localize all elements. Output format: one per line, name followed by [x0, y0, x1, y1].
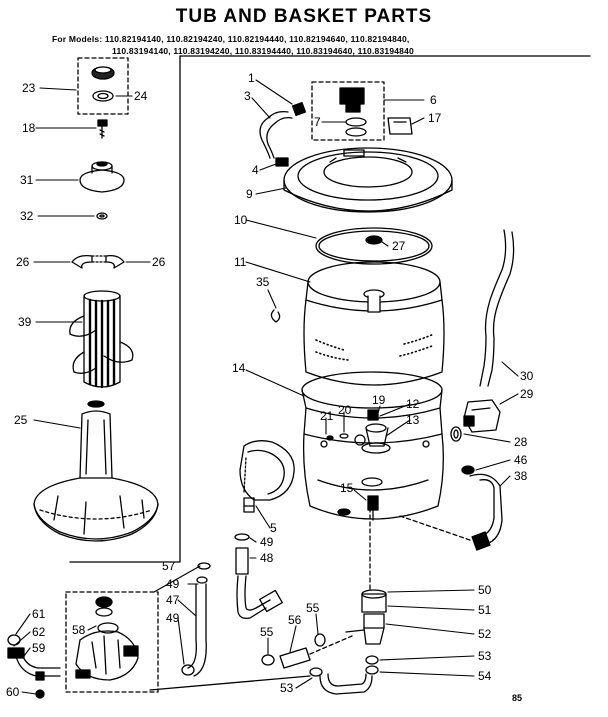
label-38: 38 — [514, 469, 528, 483]
frame-lines — [69, 55, 591, 563]
part-5-pump-cover — [239, 440, 295, 513]
label-52: 52 — [478, 627, 492, 641]
label-59: 59 — [32, 641, 46, 655]
label-14: 14 — [232, 361, 246, 375]
label-1: 1 — [248, 71, 255, 85]
label-49-hose-top: 49 — [166, 577, 180, 591]
label-53-right: 53 — [478, 649, 492, 663]
label-25: 25 — [14, 413, 28, 427]
label-58: 58 — [72, 623, 86, 637]
model-list-line-2: 110.83194140, 110.83194240, 110.83194440… — [112, 46, 414, 56]
part-47-hose — [181, 562, 211, 677]
part-6-inlet-valve-box — [311, 81, 385, 141]
label-21: 21 — [320, 409, 334, 423]
label-54: 54 — [478, 669, 492, 683]
label-47: 47 — [166, 593, 180, 607]
part-35-clip — [270, 309, 281, 323]
label-20: 20 — [338, 403, 352, 417]
part-labels: 23 24 18 31 32 26 26 39 25 1 3 4 9 10 11… — [6, 71, 534, 699]
part-32-washer — [96, 212, 108, 220]
part-15-drain-fitting — [367, 495, 379, 521]
label-7: 7 — [314, 115, 321, 129]
label-15: 15 — [340, 481, 354, 495]
label-27: 27 — [392, 239, 406, 253]
label-57: 57 — [162, 559, 176, 573]
label-5: 5 — [270, 521, 277, 535]
label-6: 6 — [430, 93, 437, 107]
label-29: 29 — [520, 387, 534, 401]
label-18: 18 — [22, 121, 36, 135]
label-49-pump: 49 — [260, 535, 274, 549]
label-3: 3 — [244, 89, 251, 103]
label-31: 31 — [20, 173, 34, 187]
part-25-agitator-base — [33, 400, 159, 542]
label-39: 39 — [18, 315, 32, 329]
leader-lines — [13, 79, 519, 695]
label-17: 17 — [428, 111, 442, 125]
label-61: 61 — [32, 607, 46, 621]
part-59-62-hose-clamps — [7, 634, 61, 699]
part-31-cap — [79, 161, 125, 193]
label-30: 30 — [520, 369, 534, 383]
label-9: 9 — [246, 187, 253, 201]
model-list-line-1: For Models: 110.82194140, 110.82194240, … — [52, 34, 410, 44]
part-30-hose — [479, 229, 515, 387]
label-13: 13 — [406, 413, 420, 427]
label-19: 19 — [372, 393, 386, 407]
part-11-basket — [303, 261, 445, 386]
label-12: 12 — [406, 397, 420, 411]
label-26-left: 26 — [16, 255, 30, 269]
part-48-hose-49-clamps — [234, 533, 283, 620]
part-26-dogs — [71, 254, 125, 269]
page-code: 85 — [512, 693, 523, 703]
label-24: 24 — [134, 89, 148, 103]
label-35: 35 — [256, 275, 270, 289]
part-29-bracket — [463, 399, 501, 433]
part-27-nut — [365, 235, 383, 245]
part-3-hose — [259, 101, 307, 167]
label-55-right: 55 — [306, 601, 320, 615]
label-51: 51 — [478, 603, 492, 617]
label-32: 32 — [20, 209, 34, 223]
label-46: 46 — [514, 453, 528, 467]
label-49-hose-bottom: 49 — [166, 611, 180, 625]
part-10-seal-ring — [315, 227, 433, 265]
label-23: 23 — [22, 81, 36, 95]
part-17-clip — [387, 117, 413, 135]
label-28: 28 — [514, 435, 528, 449]
label-26-right: 26 — [152, 255, 166, 269]
part-18-bolt — [97, 119, 108, 139]
part-23-24-group — [77, 57, 129, 115]
part-56-hose-55-clamps — [261, 633, 353, 669]
part-28-clamp — [450, 426, 462, 442]
part-12-13-19-20-21-hub-parts — [326, 409, 391, 454]
label-55-left: 55 — [260, 625, 274, 639]
part-9-tub-ring — [283, 147, 453, 213]
label-53-bottom: 53 — [280, 681, 294, 695]
label-62: 62 — [32, 625, 46, 639]
label-50: 50 — [478, 583, 492, 597]
part-39-agitator-auger — [69, 290, 134, 389]
label-56: 56 — [288, 613, 302, 627]
label-4: 4 — [252, 163, 259, 177]
part-46-38-drain-hose — [399, 465, 503, 551]
label-48: 48 — [260, 551, 274, 565]
part-57-pump-box — [65, 591, 159, 693]
label-60: 60 — [6, 685, 20, 699]
label-10: 10 — [234, 213, 248, 227]
label-11: 11 — [234, 255, 247, 269]
part-50-54-drain-fittings — [149, 507, 387, 695]
page-title: TUB AND BASKET PARTS — [175, 6, 433, 27]
